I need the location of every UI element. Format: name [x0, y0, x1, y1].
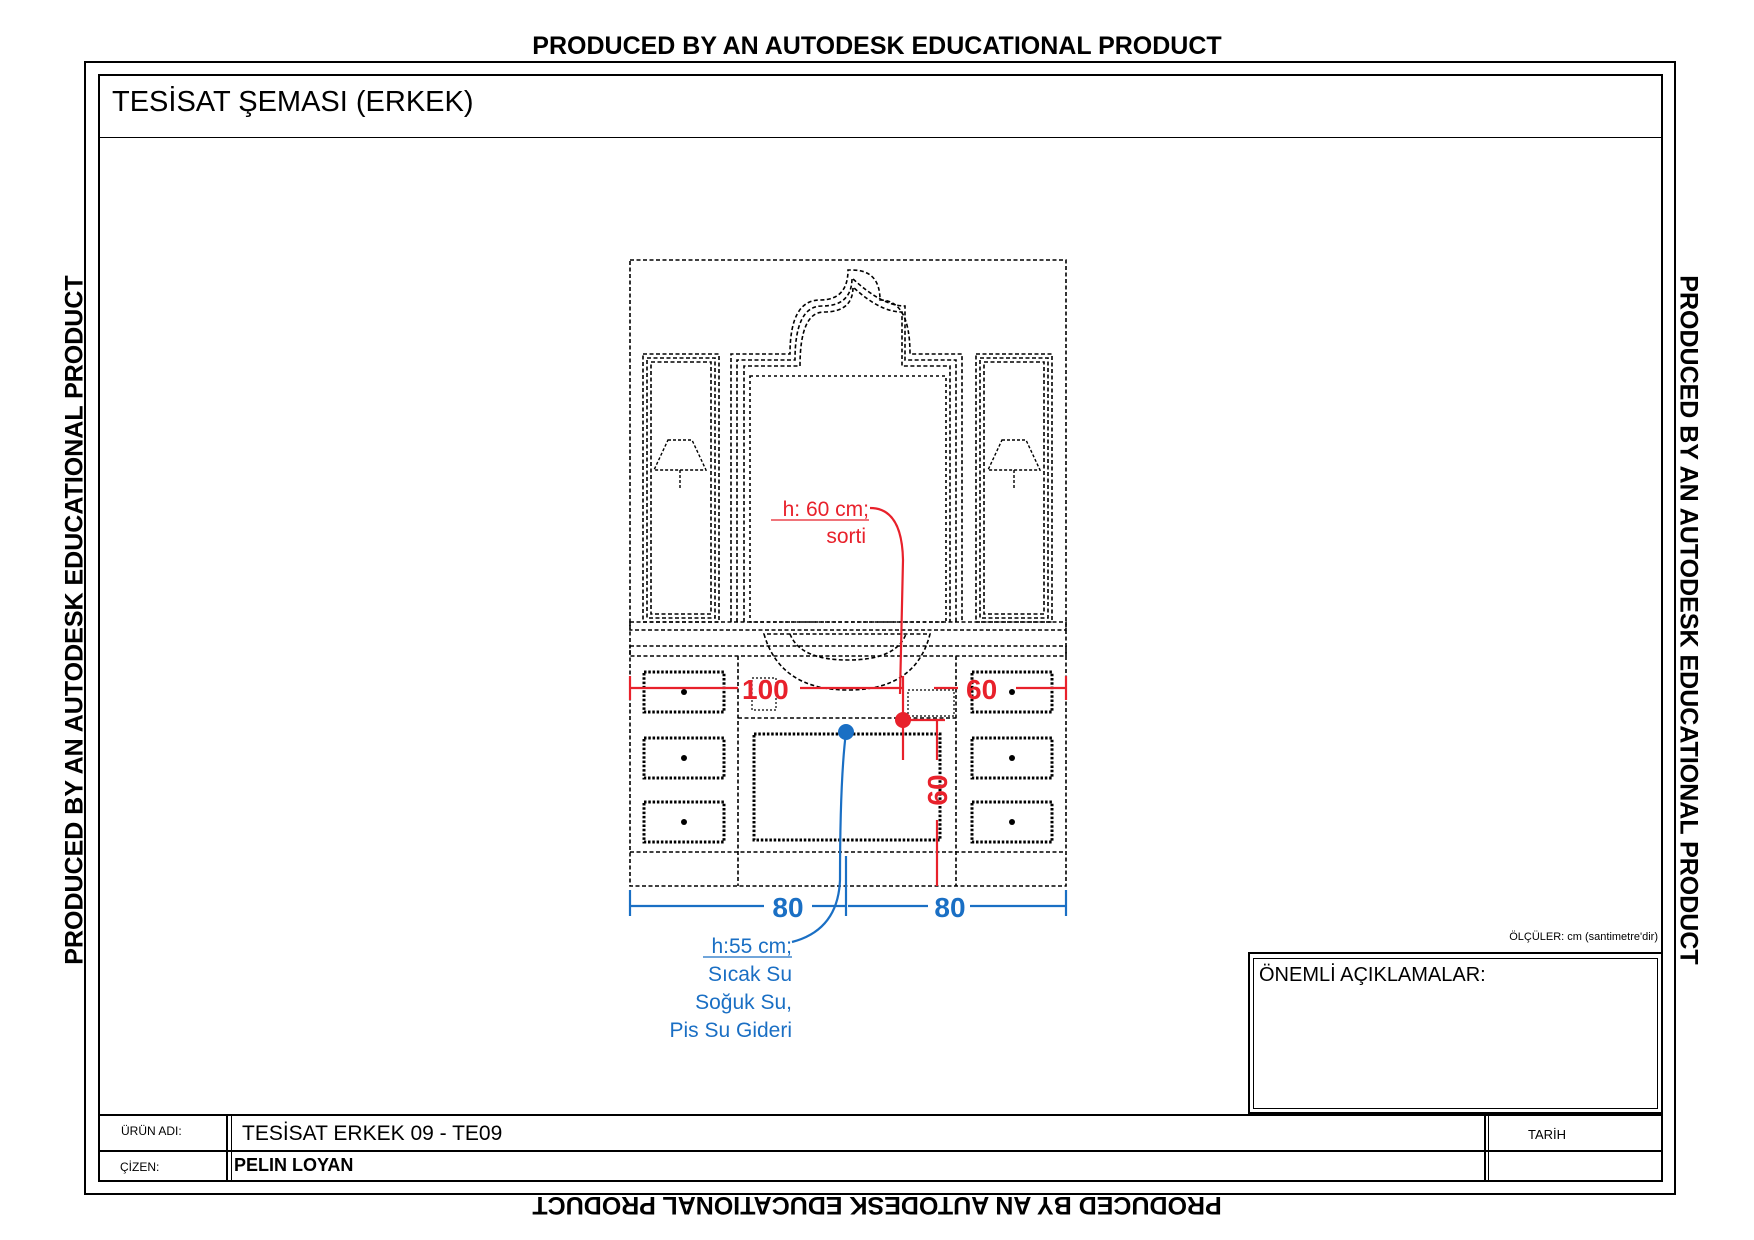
blue-outlet-point [838, 724, 854, 740]
blue-label-hot-water: Sıcak Su [708, 963, 792, 986]
red-dim-right: 60 [966, 674, 997, 705]
small-cabinet-panels [751, 677, 955, 717]
drawn-by-value: PELIN LOYAN [234, 1155, 354, 1175]
red-dimension-lines [628, 506, 1068, 886]
title-block-col-divider-2b [1488, 1114, 1489, 1182]
drawer-knobs [681, 689, 1015, 825]
blue-dimension-lines [628, 731, 1068, 944]
title-block-col-divider-1 [226, 1114, 228, 1182]
title-block-col-divider-2 [1484, 1114, 1486, 1182]
cabinet-outline [629, 259, 1067, 887]
title-block [98, 1114, 1663, 1182]
units-note: ÖLÇÜLER: cm (santimetre'dir) [1509, 931, 1658, 943]
blue-label-height: h:55 cm; [711, 935, 792, 958]
notes-box-inner [1253, 958, 1658, 1109]
blue-dim-right: 80 [934, 892, 965, 923]
red-dim-vertical: 60 [922, 774, 953, 805]
red-label-sorti: sorti [826, 525, 866, 548]
watermark-top: PRODUCED BY AN AUTODESK EDUCATIONAL PROD… [532, 32, 1222, 60]
notes-title: ÖNEMLİ AÇIKLAMALAR: [1259, 964, 1486, 986]
product-name-value: TESİSAT ERKEK 09 - TE09 [242, 1122, 503, 1145]
red-outlet-point [895, 712, 911, 728]
drawer-fronts [642, 670, 1054, 844]
red-label-height: h: 60 cm; [783, 498, 869, 521]
blue-label-cold-water: Soğuk Su, [695, 991, 792, 1014]
red-dim-left: 100 [742, 674, 789, 705]
title-block-row-divider [98, 1150, 1663, 1152]
blue-label-waste-water: Pis Su Gideri [669, 1019, 792, 1042]
wall-lamps [652, 439, 1042, 490]
sheet-title: TESİSAT ŞEMASI (ERKEK) [112, 86, 474, 118]
blue-dim-left: 80 [772, 892, 803, 923]
product-name-label: ÜRÜN ADI: [121, 1124, 182, 1138]
notes-box [1248, 952, 1663, 1114]
title-row [98, 74, 1663, 138]
sheet-frame-outer [84, 61, 1676, 1195]
title-block-col-divider-1b [231, 1114, 232, 1182]
sheet-frame-inner [98, 74, 1663, 1182]
date-label: TARİH [1528, 1127, 1567, 1142]
drawn-by-label: ÇİZEN: [120, 1160, 160, 1174]
